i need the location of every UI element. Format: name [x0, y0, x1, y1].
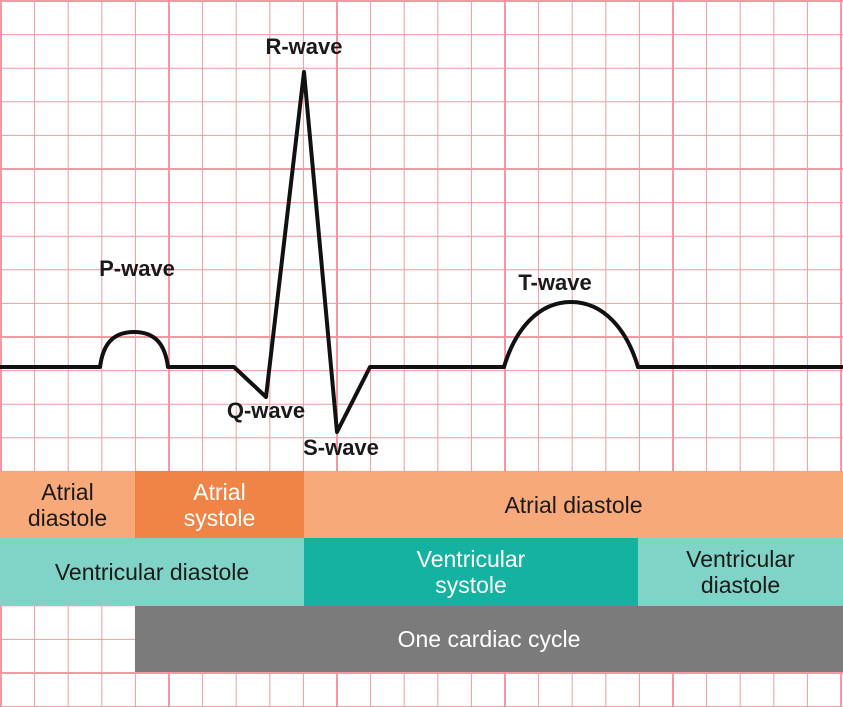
cardiac-cycle-band: One cardiac cycle: [135, 606, 843, 672]
r-wave-label: R-wave: [265, 34, 342, 59]
s-wave-label: S-wave: [303, 435, 379, 460]
cardiac-cycle-label: One cardiac cycle: [397, 626, 581, 652]
atrial-systole-line-2: systole: [183, 504, 256, 531]
ventricular-diastole-label: Ventricular diastole: [54, 559, 250, 585]
atrial-diastole-line-2: diastole: [27, 504, 108, 531]
ventricular-systole-line-1: Ventricular: [416, 546, 526, 572]
atrial-diastole-line-1: Atrial: [41, 478, 94, 505]
ventricular-diastole-end-line-1: Ventricular: [686, 546, 795, 572]
ventricular-systole-line-2: systole: [435, 572, 507, 598]
p-wave-label: P-wave: [99, 256, 175, 281]
atrial-diastole-band-long: Atrial diastole: [304, 471, 843, 538]
ventricular-diastole-end-line-2: diastole: [700, 572, 781, 598]
t-wave-label: T-wave: [518, 270, 591, 295]
ecg-trace: [0, 70, 843, 434]
q-wave-label: Q-wave: [227, 398, 305, 423]
atrial-diastole-label: Atrial diastole: [504, 491, 643, 518]
ventricular-diastole-band: Ventricular diastole: [0, 538, 304, 606]
atrial-systole-line-1: Atrial: [193, 478, 246, 505]
